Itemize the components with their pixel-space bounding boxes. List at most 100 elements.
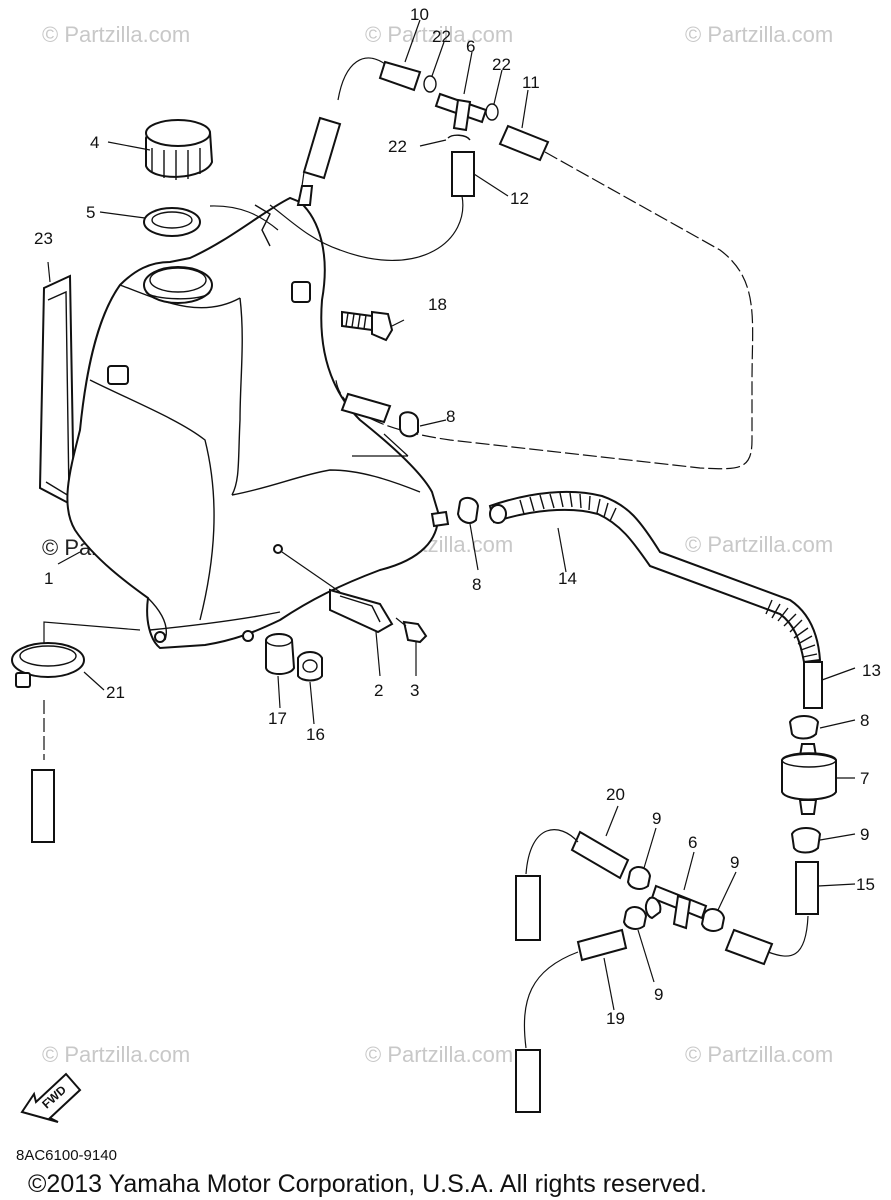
vent-hose-19	[576, 928, 628, 962]
vent-hose-10	[378, 60, 422, 92]
filler-neck	[143, 266, 213, 304]
callout-5: 5	[86, 203, 95, 222]
hose-clip	[447, 134, 471, 141]
callout-6: 6	[688, 833, 697, 852]
band-lead	[43, 621, 141, 644]
watermark: © Partzilla.com	[685, 1042, 833, 1067]
gasket-lead	[209, 205, 279, 231]
bracket	[329, 588, 394, 634]
callout-23: 23	[34, 229, 53, 248]
vent-line	[525, 829, 579, 875]
hose-clamp	[700, 908, 726, 932]
callout-2: 2	[374, 681, 383, 700]
callout-22: 22	[432, 27, 451, 46]
bolt-head	[371, 310, 394, 342]
vent-hose-11	[498, 124, 550, 162]
watermark: © Partzilla.com	[42, 1042, 190, 1067]
t-joint-leg	[672, 894, 692, 930]
callout-19: 19	[606, 1009, 625, 1028]
callout-1: 1	[44, 569, 53, 588]
tank-band	[11, 642, 85, 678]
callout-7: 7	[860, 769, 869, 788]
drain-hose	[31, 769, 55, 843]
hose-clamp	[788, 715, 820, 740]
mount-tab	[107, 365, 129, 385]
filler-neck-inner	[149, 267, 207, 293]
small-hole	[273, 544, 283, 554]
callout-9: 9	[860, 825, 869, 844]
hose-protector-ribs	[519, 492, 617, 522]
callout-22: 22	[388, 137, 407, 156]
callout-17: 17	[268, 709, 287, 728]
vent-hose-lower-right	[724, 928, 774, 966]
callout-6: 6	[466, 37, 475, 56]
joint-end	[644, 896, 662, 920]
filler-neck-thread	[145, 291, 211, 300]
grommet-hole	[242, 630, 254, 642]
callout-4: 4	[90, 133, 99, 152]
mount-hook	[254, 204, 271, 247]
bolt-thread	[345, 312, 367, 330]
fuel-tank	[66, 196, 440, 650]
bracket-edge	[339, 595, 381, 623]
vent-line	[337, 57, 386, 101]
callout-8: 8	[472, 575, 481, 594]
vent-hose-short	[302, 116, 342, 180]
damper-top	[265, 633, 293, 647]
hose-end	[489, 504, 507, 524]
vent-hose-upper-end	[515, 875, 541, 941]
callout-13: 13	[862, 661, 881, 680]
callout-11: 11	[522, 73, 540, 92]
damper	[265, 633, 296, 675]
leader-lines	[47, 19, 856, 1011]
t-joint-leg	[452, 98, 472, 132]
tank-crease	[119, 284, 241, 309]
vent-nipple	[296, 185, 314, 206]
hose-protector-ribs	[765, 599, 818, 658]
cap-gasket-inner	[151, 211, 193, 229]
callout-22: 22	[492, 55, 511, 74]
diagram-code: 8AC6100-9140	[16, 1147, 117, 1164]
callout-14: 14	[558, 569, 577, 588]
outlet-nipple	[430, 510, 450, 528]
hose-clip	[423, 75, 437, 93]
hose-clamp	[790, 827, 822, 854]
vent-line	[269, 195, 464, 261]
hose-clamp	[622, 906, 648, 930]
vent-hose-lower-end	[515, 1049, 541, 1113]
watermark: © Partzilla.com	[685, 22, 833, 47]
tank-band-buckle	[15, 672, 31, 688]
callout-18: 18	[428, 295, 447, 314]
fwd-arrow: FWD	[20, 1072, 82, 1123]
vent-route-dashed	[335, 151, 754, 470]
callout-8: 8	[860, 711, 869, 730]
callout-12: 12	[510, 189, 529, 208]
hose-clip	[485, 103, 499, 121]
fuel-hose-15	[795, 861, 819, 915]
callout-16: 16	[306, 725, 325, 744]
fuel-filter	[781, 753, 837, 801]
hose-clamp	[399, 411, 419, 438]
fuel-filter-top	[781, 752, 837, 768]
watermark: © Partzilla.com	[365, 22, 513, 47]
vent-line	[523, 951, 579, 1049]
screw-lead	[395, 617, 407, 627]
tank-crease	[231, 469, 421, 496]
fuel-hose-14	[488, 490, 822, 664]
screw	[402, 620, 428, 644]
fuel-filter-outlet	[798, 799, 818, 815]
fuel-cap-ribs	[151, 148, 201, 180]
hose-clamp	[456, 496, 480, 524]
callout-9: 9	[654, 985, 663, 1004]
callout-3: 3	[410, 681, 419, 700]
tank-crease	[89, 379, 215, 621]
callout-8: 8	[446, 407, 455, 426]
callout-10: 10	[410, 5, 429, 24]
bracket-lead	[281, 551, 341, 593]
vent-hose-20	[570, 830, 630, 880]
fuel-hose-13	[803, 661, 823, 709]
side-cover-edge	[45, 290, 70, 498]
tank-crease	[231, 297, 243, 496]
vent-line	[301, 171, 305, 187]
